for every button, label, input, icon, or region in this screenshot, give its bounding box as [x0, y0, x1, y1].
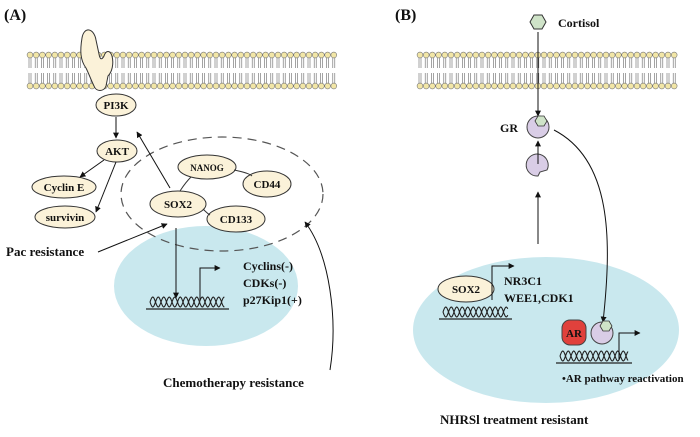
gr-label: GR [500, 121, 518, 135]
dna-helix-b1 [439, 306, 512, 320]
survivin-node: survivin [34, 205, 96, 229]
arrow-sox2-pi3k [136, 131, 171, 189]
link-nanog-sox2 [179, 176, 192, 192]
arrow-pac-resistance [97, 223, 168, 253]
cd133-node: CD133 [206, 205, 266, 233]
svg-text:AKT: AKT [105, 146, 130, 158]
gr-bound-complex-icon [590, 320, 614, 345]
membrane-receptor-icon [80, 29, 114, 91]
arrow-akt-cyclin-e [79, 159, 105, 178]
svg-text:PI3K: PI3K [103, 100, 129, 112]
nanog-node: NANOG [177, 154, 237, 180]
panel-a-label: (A) [4, 7, 26, 24]
link-sox2-cd133 [202, 208, 211, 216]
cell-membrane-a [26, 51, 337, 90]
akt-node: AKT [96, 139, 138, 163]
svg-text:CD133: CD133 [220, 214, 253, 226]
link-nanog-cd44 [233, 169, 253, 177]
nucleus-a [114, 226, 298, 346]
svg-text:Cyclin E: Cyclin E [44, 182, 85, 194]
ar-reactivation-label: •AR pathway reactivation [562, 373, 684, 385]
cortisol-icon [529, 14, 547, 30]
sox2-node-b: SOX2 [437, 275, 495, 303]
svg-text:SOX2: SOX2 [452, 284, 481, 296]
effect-cdks: CDKs(-) [243, 276, 286, 290]
svg-text:NANOG: NANOG [190, 163, 224, 173]
gr-free-receptor-icon [525, 153, 549, 177]
arrow-gr-to-ar [553, 129, 608, 323]
arrow-transcription-ar [618, 330, 641, 360]
chemotherapy-resistance-label: Chemotherapy resistance [163, 375, 304, 390]
pac-resistance-label: Pac resistance [6, 244, 84, 259]
svg-text:AR: AR [566, 328, 583, 340]
cell-membrane-b [416, 51, 678, 90]
panel-b-label: (B) [395, 7, 416, 24]
target-wee1-cdk1: WEE1,CDK1 [504, 291, 574, 305]
nhrsl-caption: NHRSl treatment resistant [440, 412, 589, 427]
target-nr3c1: NR3C1 [504, 274, 542, 288]
svg-text:CD44: CD44 [254, 179, 281, 191]
effect-cyclins: Cyclins(-) [243, 259, 293, 273]
arrow-akt-survivin [95, 161, 117, 213]
cancer-stem-cell-boundary [120, 136, 324, 252]
pi3k-node: PI3K [95, 93, 137, 117]
ar-protein: AR [561, 319, 587, 346]
arrow-transcription-a [199, 265, 221, 300]
arrow-transcription-b [491, 263, 515, 300]
gr-bound-receptor-icon [526, 115, 550, 139]
cd44-node: CD44 [242, 170, 292, 198]
dna-helix-b2 [556, 350, 632, 364]
cortisol-label: Cortisol [558, 16, 600, 30]
effect-p27kip1: p27Kip1(+) [243, 293, 302, 307]
dna-helix-a [146, 296, 229, 310]
arrow-chemotherapy-resistance [304, 221, 334, 371]
svg-text:SOX2: SOX2 [164, 199, 193, 211]
cyclin-e-node: Cyclin E [31, 175, 97, 199]
svg-text:survivin: survivin [46, 212, 85, 224]
sox2-node-a: SOX2 [149, 190, 207, 218]
